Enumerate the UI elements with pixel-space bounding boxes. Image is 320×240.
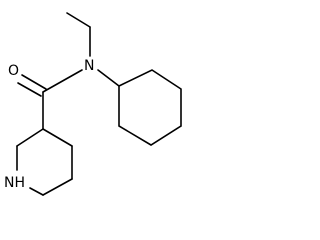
piperidine-bond-4 [29, 187, 44, 196]
carbonyl-bond-1 [21, 74, 47, 90]
molecule-drawing: O N NH [4, 12, 182, 196]
piperidine-bond-3 [42, 178, 73, 196]
ring-nitrogen-label: NH [4, 175, 25, 191]
piperidine-bond-1 [42, 128, 73, 147]
ethyl-bond-2 [66, 12, 91, 28]
cyclohexane-ring [118, 69, 182, 146]
structure-canvas: O N NH [4, 12, 182, 196]
amide-c-n-bond [42, 69, 83, 93]
oxygen-label: O [8, 63, 19, 79]
amide-nitrogen-label: N [84, 58, 94, 74]
piperidine-bond-6 [16, 128, 44, 147]
carbonyl-bond-2 [17, 82, 42, 97]
n-cyclohexyl-bond [97, 69, 120, 87]
atom-labels: O N NH [4, 58, 94, 191]
bonds [16, 12, 182, 196]
